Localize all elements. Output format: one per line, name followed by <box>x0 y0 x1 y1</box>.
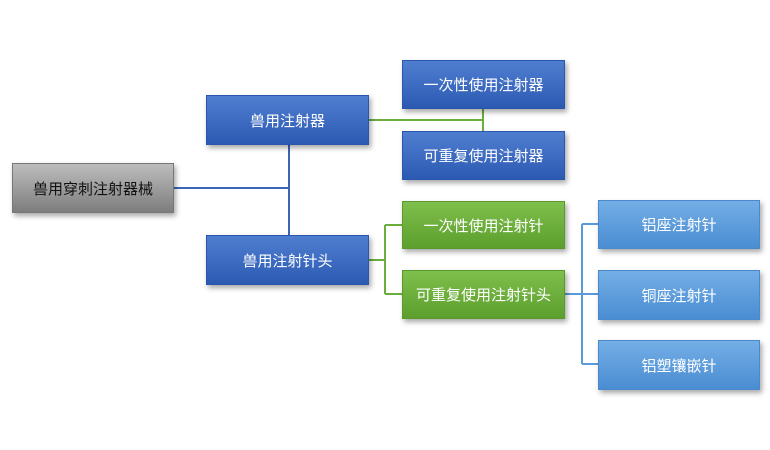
node-syringe: 兽用注射器 <box>206 95 369 145</box>
node-needle-copper-seat: 铜座注射针 <box>598 270 760 320</box>
connector-needle-branch <box>369 224 402 295</box>
node-needle-reusable: 可重复使用注射针头 <box>402 270 565 319</box>
node-syringe-reusable: 可重复使用注射器 <box>402 131 565 180</box>
node-needle: 兽用注射针头 <box>206 235 369 285</box>
node-needle-plastic-inlay: 铝塑镶嵌针 <box>598 340 760 390</box>
connector-syringe-branch <box>369 109 484 131</box>
connector-reusable-needle-branch <box>565 223 598 365</box>
node-needle-disposable: 一次性使用注射针 <box>402 201 565 249</box>
node-syringe-disposable: 一次性使用注射器 <box>402 60 565 109</box>
node-root: 兽用穿刺注射器械 <box>12 163 174 213</box>
node-needle-aluminum-seat: 铝座注射针 <box>598 200 760 249</box>
